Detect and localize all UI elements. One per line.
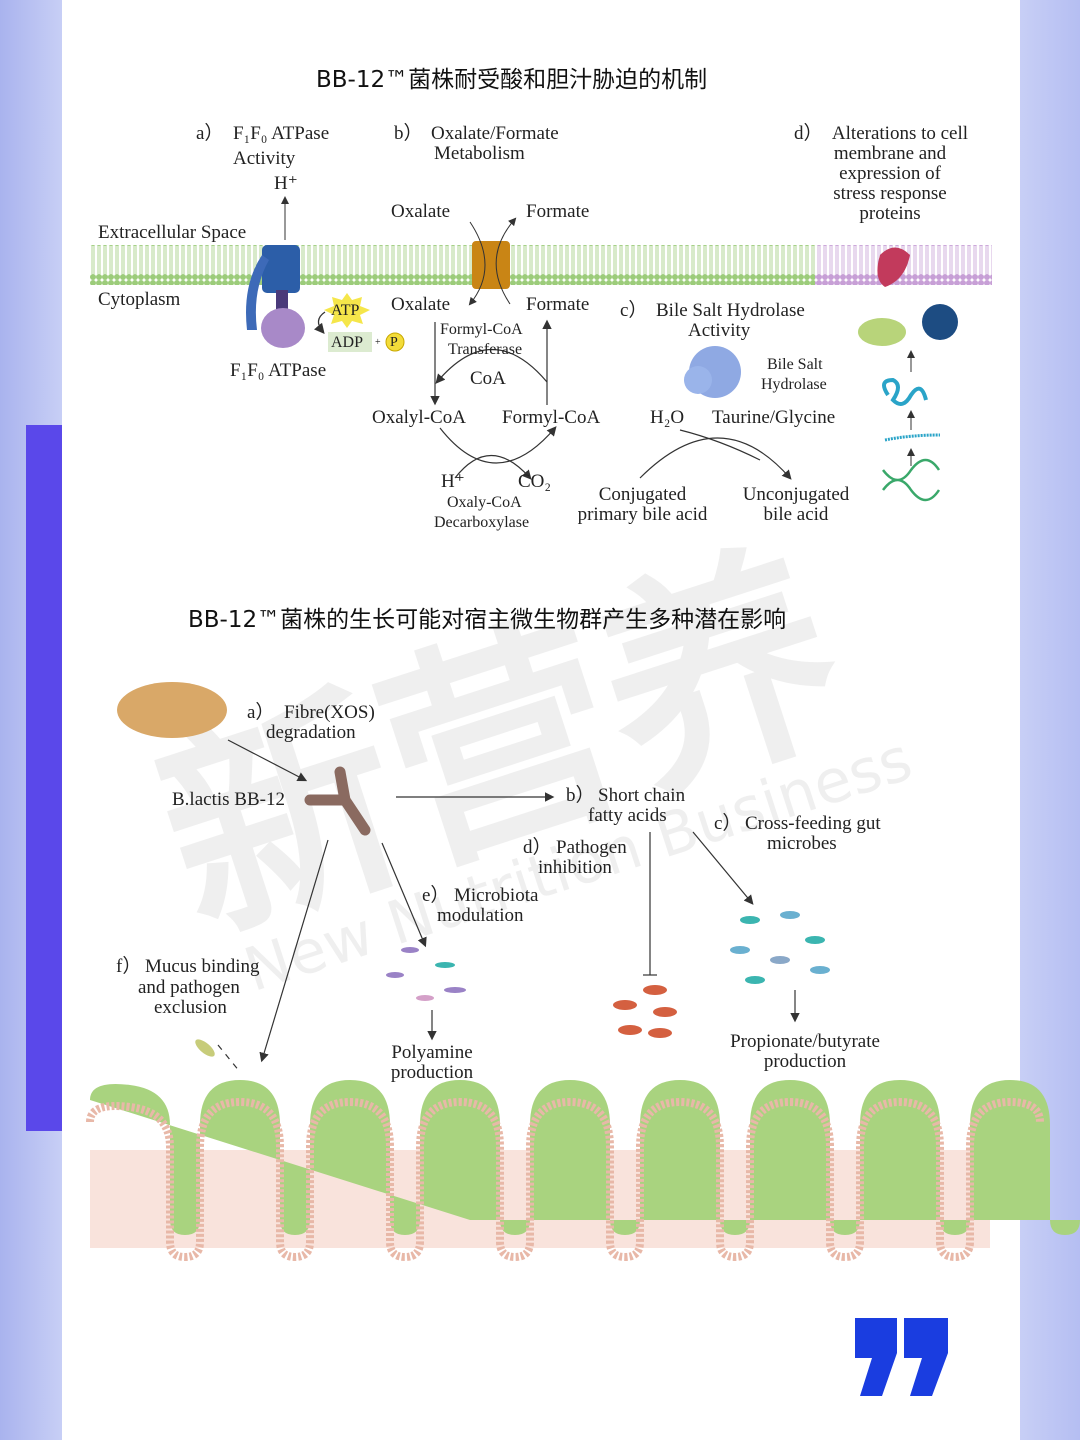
scfa-1: Short chain — [598, 785, 686, 806]
mrna-protein-icon — [882, 377, 928, 406]
conj-2: primary bile acid — [577, 504, 708, 525]
b-label-b: b） — [566, 785, 595, 806]
h2o-label: H₂O — [650, 407, 685, 428]
adp-box — [328, 332, 372, 352]
taurine-label: Taurine/Glycine — [712, 407, 836, 428]
label-d: d） — [794, 123, 823, 144]
fibre-1: Fibre(XOS) — [284, 702, 375, 723]
formate-in: Formate — [526, 294, 590, 315]
bottom-title: BB-12™菌株的生长可能对宿主微生物群产生多种潜在影响 — [188, 607, 787, 633]
atp-burst-icon — [324, 293, 370, 328]
c-title-1: Bile Salt Hydrolase — [656, 300, 805, 321]
crossfeed-2: microbes — [767, 833, 837, 854]
b-title-2: Metabolism — [434, 143, 525, 164]
pathogen-icon — [613, 985, 677, 1038]
h-plus-out: H⁺ — [274, 173, 298, 194]
b-label-f: f） — [116, 956, 142, 977]
pathogen-1: Pathogen — [556, 837, 627, 858]
mucus-1: Mucus binding — [145, 956, 260, 977]
scfa-2: fatty acids — [588, 805, 667, 826]
protein-green-icon — [858, 318, 906, 346]
adp-label: ADP — [331, 334, 364, 351]
unconj-2: bile acid — [763, 504, 829, 525]
bb12-label: B.lactis BB-12 — [172, 789, 285, 810]
b-label-d: d） — [523, 837, 552, 858]
atp-label: ATP — [331, 302, 360, 319]
label-b: b） — [394, 123, 423, 144]
crossfeed-1: Cross-feeding gut — [745, 813, 881, 834]
bsh-1: Bile Salt — [767, 356, 823, 373]
propionate-1: Propionate/butyrate — [730, 1031, 880, 1052]
atpase-icon — [246, 245, 305, 348]
oxalyl-coa: Oxalyl-CoA — [372, 407, 466, 428]
gut-microbes-icon — [730, 911, 830, 984]
protein-blue-icon — [922, 304, 958, 340]
phosphate-label: P — [390, 335, 398, 350]
mrna-icon — [884, 433, 941, 442]
polyamine-2: production — [390, 1062, 474, 1083]
polyamine-1: Polyamine — [391, 1042, 473, 1063]
stress-protein-icon — [877, 247, 910, 287]
transporter-icon — [468, 217, 517, 306]
microbiota-1: Microbiota — [454, 885, 539, 906]
quote-mark-icon — [855, 1318, 948, 1396]
propionate-2: production — [763, 1051, 847, 1072]
formate-out: Formate — [526, 201, 590, 222]
top-title: BB-12™菌株耐受酸和胆汁胁迫的机制 — [316, 67, 708, 93]
c-title-2: Activity — [688, 320, 751, 341]
bile-salt-hydrolase-icon — [684, 346, 741, 398]
coa-label: CoA — [470, 368, 506, 389]
pathogen-2: inhibition — [538, 857, 612, 878]
b-title-1: Oxalate/Formate — [431, 123, 559, 144]
bifidobacterium-icon — [304, 766, 371, 836]
membrane — [90, 245, 992, 285]
conj-1: Conjugated — [598, 484, 687, 505]
bsh-2: Hydrolase — [761, 376, 827, 393]
unconj-1: Unconjugated — [742, 484, 850, 505]
cytoplasm-label: Cytoplasm — [98, 289, 181, 310]
plus-sign: + — [375, 337, 381, 348]
atpase-label: F₁F₀ ATPase — [230, 360, 327, 381]
extracellular-label: Extracellular Space — [98, 222, 247, 243]
fibre-2: degradation — [266, 722, 356, 743]
intestinal-villi-icon — [86, 1080, 1080, 1262]
oxalate-in: Oxalate — [391, 294, 451, 315]
b-label-e: e） — [422, 885, 450, 906]
microbiota-2: modulation — [437, 905, 524, 926]
h-plus-in: H⁺ — [441, 471, 465, 492]
phosphate-icon — [385, 332, 405, 352]
accent-bar — [26, 425, 62, 1131]
d-description: Alterations to cell membrane and express… — [831, 123, 969, 224]
co2-label: CO₂ — [518, 471, 552, 492]
mucus-3: exclusion — [154, 997, 227, 1018]
label-a: a） — [196, 123, 224, 144]
fibre-grains-icon — [117, 682, 227, 738]
b-label-c: c） — [714, 813, 742, 834]
formyl-coa: Formyl-CoA — [502, 407, 601, 428]
a-title-1: F₁F₀ ATPase — [233, 123, 330, 144]
dna-icon — [882, 458, 941, 502]
mucus-2: and pathogen — [138, 977, 240, 998]
transferase-2: Transferase — [448, 341, 523, 358]
b-label-a: a） — [247, 702, 275, 723]
transferase-1: Formyl-CoA — [440, 321, 523, 338]
microbiota-icon — [386, 947, 466, 1001]
a-title-2: Activity — [233, 148, 296, 169]
decarb-1: Oxaly-CoA — [447, 494, 522, 511]
oxalate-out: Oxalate — [391, 201, 451, 222]
decarb-2: Decarboxylase — [434, 514, 530, 531]
label-c: c） — [620, 300, 648, 321]
